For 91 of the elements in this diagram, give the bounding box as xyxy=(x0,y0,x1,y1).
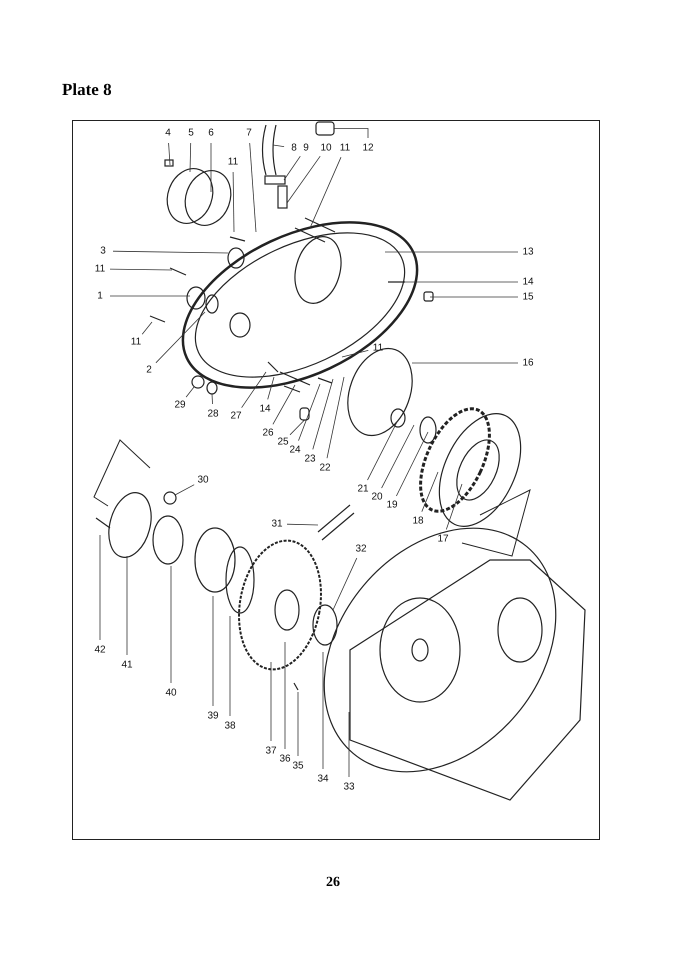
callout-number: 11 xyxy=(94,262,106,276)
leader-line xyxy=(446,484,462,530)
callout-number: 2 xyxy=(145,364,153,376)
callout-number: 14 xyxy=(258,402,272,416)
leader-line xyxy=(272,144,284,147)
leader-line xyxy=(112,250,228,254)
callout-number: 32 xyxy=(354,542,368,556)
leader-line xyxy=(232,172,234,232)
leader-line xyxy=(286,156,321,204)
leader-line xyxy=(396,432,428,496)
leader-line xyxy=(212,394,213,404)
callout-number: 17 xyxy=(436,532,450,546)
leader-line xyxy=(367,420,398,480)
leader-line xyxy=(270,662,272,742)
callout-number: 11 xyxy=(338,142,352,154)
callout-number: 35 xyxy=(291,760,305,772)
leader-line xyxy=(430,296,518,298)
leader-line xyxy=(322,652,324,770)
leader-line xyxy=(174,484,195,496)
plate-title: Plate 8 xyxy=(62,80,112,100)
callout-number: 13 xyxy=(521,246,535,258)
callout-number: 24 xyxy=(288,444,302,456)
callout-number: 15 xyxy=(521,290,535,304)
callout-number: 25 xyxy=(276,436,290,448)
callout-number: 40 xyxy=(164,686,178,700)
callout-number: 7 xyxy=(245,126,253,140)
callout-number: 3 xyxy=(99,244,107,258)
leader-line xyxy=(421,472,438,512)
leader-line xyxy=(241,372,266,408)
callout-number: 31 xyxy=(270,518,284,530)
callout-number: 26 xyxy=(261,426,275,440)
callout-number: 28 xyxy=(206,408,220,420)
leader-line xyxy=(156,312,206,364)
callout-number: 4 xyxy=(164,126,172,140)
leader-line xyxy=(142,322,152,335)
callout-number: 41 xyxy=(120,658,134,672)
leader-line xyxy=(312,378,334,450)
leader-line xyxy=(284,156,301,180)
callout-number: 20 xyxy=(370,490,384,504)
leader-line xyxy=(126,556,128,656)
callout-number: 30 xyxy=(196,474,210,486)
leader-line xyxy=(334,128,368,138)
callout-number: 21 xyxy=(356,482,370,496)
callout-number: 42 xyxy=(93,644,107,656)
callout-number: 11 xyxy=(130,336,142,348)
leader-line xyxy=(170,566,172,684)
page-number: 26 xyxy=(326,875,340,891)
callout-number: 11 xyxy=(226,156,240,168)
callout-number: 18 xyxy=(411,514,425,528)
cap-nut-drawing xyxy=(315,121,335,136)
leader-line xyxy=(284,642,286,750)
leader-line xyxy=(168,142,170,166)
leader-line xyxy=(310,156,342,228)
leader-line xyxy=(348,712,350,778)
leader-line xyxy=(381,424,414,488)
leader-line xyxy=(326,376,344,459)
callout-number: 14 xyxy=(521,276,535,288)
leader-line xyxy=(332,558,358,610)
leader-line xyxy=(267,376,274,400)
leader-line xyxy=(286,524,318,526)
bolt-drawing xyxy=(299,407,310,421)
callout-number: 39 xyxy=(206,710,220,722)
leader-line xyxy=(272,384,296,425)
callout-number: 36 xyxy=(278,752,292,766)
leader-line xyxy=(186,386,194,398)
callout-number: 1 xyxy=(96,290,104,302)
callout-number: 5 xyxy=(187,126,195,140)
callout-number: 29 xyxy=(173,398,187,412)
callout-number: 38 xyxy=(223,720,237,732)
callout-number: 33 xyxy=(342,780,356,794)
leader-line xyxy=(412,362,518,364)
callout-number: 16 xyxy=(521,356,535,370)
callout-number: 6 xyxy=(207,126,215,140)
leader-line xyxy=(210,142,212,192)
callout-number: 37 xyxy=(264,744,278,758)
callout-number: 23 xyxy=(303,452,317,466)
leader-line xyxy=(298,384,320,441)
leader-line xyxy=(290,420,305,436)
leader-line xyxy=(190,142,192,172)
callout-number: 34 xyxy=(316,772,330,786)
callout-number: 8 xyxy=(290,142,298,154)
callout-number: 10 xyxy=(319,142,333,154)
callout-number: 9 xyxy=(302,142,310,154)
leader-line xyxy=(249,142,256,232)
leader-line xyxy=(110,268,172,270)
callout-number: 19 xyxy=(385,498,399,512)
callout-number: 27 xyxy=(229,410,243,422)
callout-number: 11 xyxy=(372,342,384,354)
callout-number: 22 xyxy=(318,462,332,474)
leader-line xyxy=(212,596,214,706)
callout-number: 12 xyxy=(361,142,375,154)
